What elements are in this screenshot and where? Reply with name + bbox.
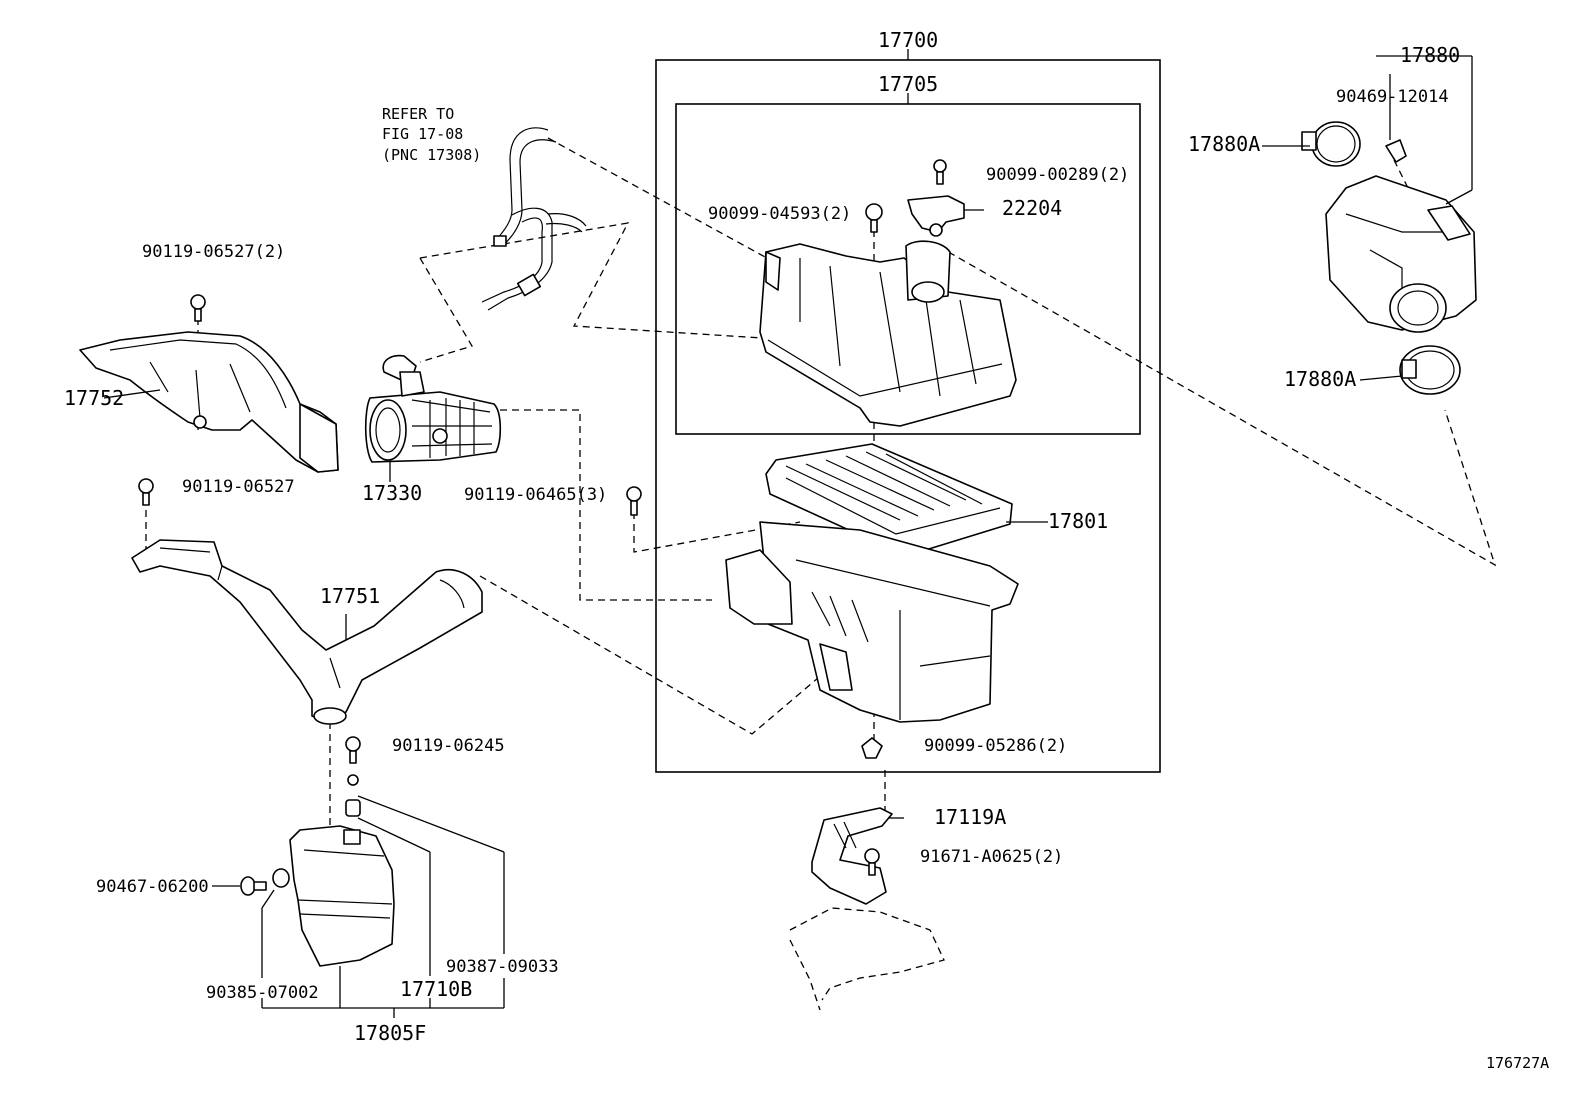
sensor-22204-body bbox=[907, 195, 965, 237]
diagram-id: 176727A bbox=[1486, 1054, 1549, 1072]
label-90119-06527: 90119-06527 bbox=[182, 477, 295, 497]
grommet-90387 bbox=[345, 799, 361, 817]
vacuum-hose-drawing bbox=[481, 127, 587, 311]
fasteners bbox=[138, 159, 965, 896]
label-17330: 17330 bbox=[362, 481, 422, 505]
air-duct-17752-drawing bbox=[79, 331, 339, 473]
bolt-90119-06245 bbox=[345, 736, 361, 764]
label-17700: 17700 bbox=[878, 28, 938, 52]
air-cleaner-case-drawing bbox=[725, 521, 1019, 723]
reference-note-line1: REFER TO bbox=[382, 105, 454, 123]
label-90099-04593: 90099-04593(2) bbox=[708, 204, 851, 224]
label-90119-06465: 90119-06465(3) bbox=[464, 485, 607, 505]
air-flow-meter-drawing bbox=[364, 354, 502, 463]
label-17751: 17751 bbox=[320, 584, 380, 608]
label-90119-06527-2: 90119-06527(2) bbox=[142, 242, 285, 262]
label-17880: 17880 bbox=[1400, 43, 1460, 67]
bolt-91671 bbox=[864, 848, 880, 876]
grommet-small bbox=[347, 774, 359, 786]
bolt-90099-00289 bbox=[933, 159, 947, 185]
bracket-17119a-drawing bbox=[811, 807, 893, 905]
label-90467-06200: 90467-06200 bbox=[96, 877, 209, 897]
clip-90469-drawing bbox=[1385, 139, 1407, 163]
label-90385-07002: 90385-07002 bbox=[206, 983, 319, 1003]
label-91671-a0625: 91671-A0625(2) bbox=[920, 847, 1063, 867]
reference-note-line2: FIG 17-08 bbox=[382, 125, 463, 143]
air-filter-element-drawing bbox=[765, 443, 1013, 557]
body-panel-outline bbox=[789, 907, 945, 1011]
grommet-90385 bbox=[272, 868, 290, 888]
label-90119-06245: 90119-06245 bbox=[392, 736, 505, 756]
air-cleaner-cap-drawing bbox=[759, 240, 1017, 427]
grommet-90099-05286 bbox=[861, 737, 883, 759]
label-17805f: 17805F bbox=[354, 1021, 426, 1045]
label-90099-00289: 90099-00289(2) bbox=[986, 165, 1129, 185]
label-17119a: 17119A bbox=[934, 805, 1006, 829]
air-inlet-17880-drawing bbox=[1325, 175, 1477, 333]
label-90387-09033: 90387-09033 bbox=[446, 957, 559, 977]
label-90469-12014: 90469-12014 bbox=[1336, 87, 1449, 107]
label-17752: 17752 bbox=[64, 386, 124, 410]
bolt-90119-06527-2 bbox=[190, 294, 206, 322]
label-22204: 22204 bbox=[1002, 196, 1062, 220]
leader-lines bbox=[103, 55, 1473, 1018]
label-90099-05286: 90099-05286(2) bbox=[924, 736, 1067, 756]
hose-clamps-drawing bbox=[1301, 121, 1461, 395]
plug-90467 bbox=[240, 876, 267, 896]
bolt-90119-06527 bbox=[138, 478, 154, 506]
label-17801: 17801 bbox=[1048, 509, 1108, 533]
reference-note-line3: (PNC 17308) bbox=[382, 146, 481, 164]
bolt-90119-06465 bbox=[626, 486, 642, 516]
resonator-drawing bbox=[289, 825, 395, 967]
label-17880a-upper: 17880A bbox=[1188, 132, 1260, 156]
bolt-90099-04593 bbox=[865, 203, 883, 233]
label-17705: 17705 bbox=[878, 72, 938, 96]
air-duct-17751-drawing bbox=[131, 539, 483, 725]
label-17710b: 17710B bbox=[400, 977, 472, 1001]
label-17880a-lower: 17880A bbox=[1284, 367, 1356, 391]
